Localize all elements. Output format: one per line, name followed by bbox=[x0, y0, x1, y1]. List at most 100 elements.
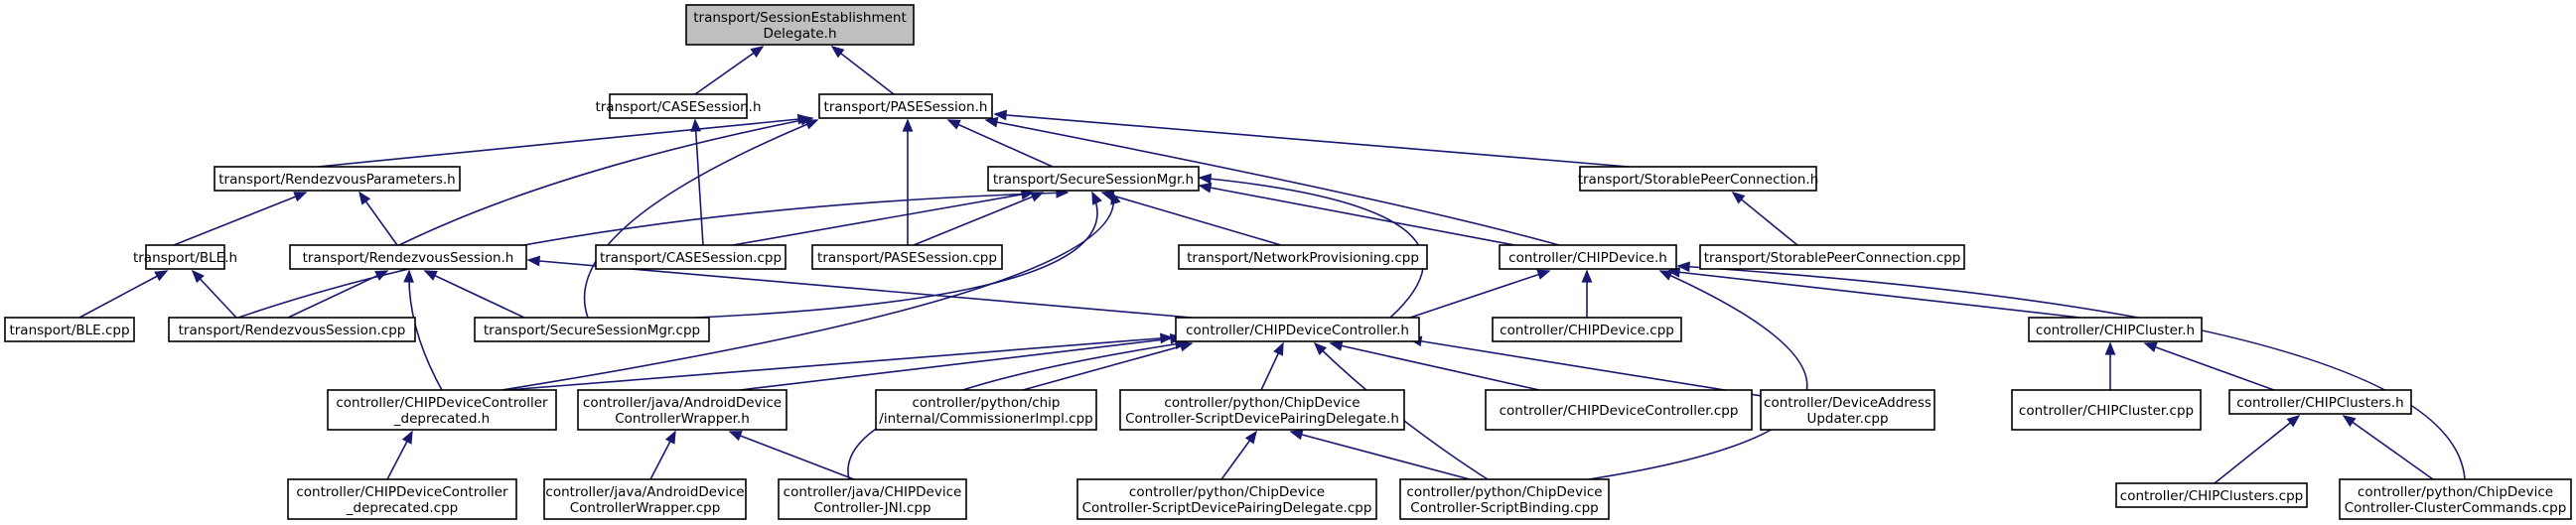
node-ssm-cpp[interactable]: transport/SecureSessionMgr.cpp bbox=[474, 317, 710, 342]
arrowhead bbox=[2286, 415, 2301, 428]
edge-line bbox=[501, 192, 1115, 391]
node-rzvsess-h[interactable]: transport/RendezvousSession.h bbox=[289, 244, 527, 270]
node-case-cpp[interactable]: transport/CASESession.cpp bbox=[595, 244, 787, 270]
node-chipcluster-cpp[interactable]: controller/CHIPCluster.cpp bbox=[2011, 389, 2202, 431]
edge-line bbox=[831, 46, 895, 95]
edge-line bbox=[173, 192, 307, 246]
node-ble-cpp[interactable]: transport/BLE.cpp bbox=[4, 317, 135, 342]
arrowhead bbox=[1731, 191, 1746, 204]
edge-ble_cpp-to-ble_h bbox=[78, 270, 169, 319]
arrowhead bbox=[293, 192, 308, 202]
node-netprov-cpp[interactable]: transport/NetworkProvisioning.cpp bbox=[1178, 244, 1428, 270]
edge-line bbox=[317, 117, 810, 168]
edge-line bbox=[1022, 342, 1193, 391]
node-label-line: controller/DeviceAddress bbox=[1764, 395, 1932, 411]
node-binding-cpp[interactable]: controller/python/ChipDeviceController-S… bbox=[1399, 478, 1610, 520]
node-chipdev-cpp[interactable]: controller/CHIPDevice.cpp bbox=[1492, 317, 1682, 342]
graph-edges bbox=[78, 46, 2466, 484]
node-pase-h[interactable]: transport/PASESession.h bbox=[818, 93, 993, 119]
edge-rzvparams_h-to-pase_h bbox=[317, 113, 811, 168]
node-jni-cpp[interactable]: controller/java/CHIPDeviceController-JNI… bbox=[778, 478, 967, 520]
node-spc-h[interactable]: transport/StorablePeerConnection.h bbox=[1578, 166, 1819, 192]
edge-line bbox=[398, 117, 813, 246]
node-pairdel-h[interactable]: controller/python/ChipDeviceController-S… bbox=[1119, 389, 1405, 431]
node-chipdev-h[interactable]: controller/CHIPDevice.h bbox=[1499, 244, 1677, 270]
node-pairdel-cpp[interactable]: controller/python/ChipDeviceController-S… bbox=[1076, 478, 1377, 520]
edge-ssm_cpp-to-pase_h bbox=[583, 119, 819, 319]
edge-line bbox=[994, 113, 1630, 168]
edge-chipdevctrl_cpp-to-chipdevctrl_h bbox=[1329, 340, 1540, 391]
edge-rzvsess_h-to-rzvparams_h bbox=[358, 191, 398, 246]
edge-line bbox=[1290, 431, 1471, 480]
node-box bbox=[1699, 244, 1965, 270]
node-chipdevctrl-h[interactable]: controller/CHIPDeviceController.h bbox=[1175, 317, 1420, 342]
node-box bbox=[2115, 482, 2308, 508]
node-box bbox=[2228, 389, 2412, 415]
node-chipcluster-h[interactable]: controller/CHIPCluster.h bbox=[2028, 317, 2203, 342]
edge-rzvsess_h-to-pase_h bbox=[398, 114, 814, 246]
node-spc-cpp[interactable]: transport/StorablePeerConnection.cpp bbox=[1699, 244, 1965, 270]
edge-pase_cpp-to-ssm_h bbox=[913, 192, 1045, 246]
node-android-h[interactable]: controller/java/AndroidDeviceControllerW… bbox=[577, 389, 787, 431]
node-label-line: controller/CHIPClusters.h bbox=[2236, 395, 2403, 411]
node-ble-h[interactable]: transport/BLE.h bbox=[133, 244, 237, 270]
node-label-line: /internal/CommissionerImpl.cpp bbox=[879, 411, 1092, 427]
edge-pairdel_h-to-chipdevctrl_h bbox=[1260, 341, 1284, 391]
edge-line bbox=[739, 336, 1183, 391]
node-label-line: transport/RendezvousSession.cpp bbox=[179, 323, 406, 338]
node-box bbox=[1175, 317, 1420, 342]
node-label-line: Updater.cpp bbox=[1806, 411, 1888, 427]
node-commimpl-cpp[interactable]: controller/python/chip/internal/Commissi… bbox=[875, 389, 1097, 431]
node-label-line: transport/BLE.cpp bbox=[9, 323, 129, 338]
node-dep-h[interactable]: controller/CHIPDeviceController_deprecat… bbox=[327, 389, 557, 431]
node-box bbox=[327, 389, 557, 431]
node-box bbox=[1119, 389, 1405, 431]
node-dep-cpp[interactable]: controller/CHIPDeviceController_deprecat… bbox=[287, 478, 517, 520]
edge-line bbox=[694, 119, 704, 246]
node-chipclusters-h[interactable]: controller/CHIPClusters.h bbox=[2228, 389, 2412, 415]
edge-pairdel_cpp-to-pairdel_h bbox=[1220, 430, 1257, 480]
arrowhead bbox=[401, 430, 413, 445]
node-label-line: transport/BLE.h bbox=[133, 250, 237, 266]
edge-case_cpp-to-ssm_h bbox=[732, 189, 1035, 246]
node-box bbox=[875, 389, 1097, 431]
node-case-h[interactable]: transport/CASESession.h bbox=[595, 93, 762, 119]
edge-chipcluster_h-to-chipdev_h bbox=[1666, 266, 2081, 319]
node-chipclusters-cpp[interactable]: controller/CHIPClusters.cpp bbox=[2115, 482, 2308, 508]
node-box bbox=[287, 478, 517, 520]
node-label-line: controller/python/ChipDevice bbox=[2358, 484, 2553, 500]
node-ssm-h[interactable]: transport/SecureSessionMgr.h bbox=[987, 166, 1200, 192]
node-chipdevctrl-cpp[interactable]: controller/CHIPDeviceController.cpp bbox=[1485, 389, 1753, 431]
arrowhead bbox=[1244, 430, 1257, 445]
node-label-line: ControllerWrapper.cpp bbox=[570, 500, 721, 516]
node-box bbox=[577, 389, 787, 431]
edge-dep_h-to-rzvsess_h bbox=[403, 269, 443, 391]
node-label-line: controller/python/ChipDevice bbox=[1129, 484, 1325, 500]
node-pase-cpp[interactable]: transport/PASESession.cpp bbox=[811, 244, 1003, 270]
node-label-line: controller/CHIPDevice.cpp bbox=[1500, 323, 1674, 338]
node-box bbox=[987, 166, 1200, 192]
node-rzvparams-h[interactable]: transport/RendezvousParameters.h bbox=[214, 166, 461, 192]
node-label-line: Controller-ScriptDevicePairingDelegate.c… bbox=[1082, 500, 1372, 516]
arrowhead bbox=[1198, 182, 1213, 194]
node-box bbox=[289, 244, 527, 270]
edge-line bbox=[913, 192, 1044, 246]
node-label-line: Controller-ScriptDevicePairingDelegate.h bbox=[1125, 411, 1399, 427]
edge-line bbox=[1667, 270, 2081, 319]
node-android-cpp[interactable]: controller/java/AndroidDeviceControllerW… bbox=[543, 478, 747, 520]
edge-spc_cpp-to-spc_h bbox=[1731, 191, 1798, 246]
arrowhead bbox=[191, 269, 205, 284]
node-clustercmds-cpp[interactable]: controller/python/ChipDeviceController-C… bbox=[2339, 478, 2572, 520]
node-label-line: controller/CHIPDeviceController.h bbox=[1186, 323, 1409, 338]
arrowhead bbox=[902, 118, 914, 132]
edge-line bbox=[2144, 342, 2275, 391]
node-rzvsess-cpp[interactable]: transport/RendezvousSession.cpp bbox=[168, 317, 416, 342]
edge-pase_cpp-to-pase_h bbox=[902, 118, 914, 245]
node-label-line: Controller-ClusterCommands.cpp bbox=[2345, 500, 2567, 516]
node-box bbox=[4, 317, 135, 342]
node-label-line: Controller-JNI.cpp bbox=[813, 500, 930, 516]
edge-chipclusters_h-to-chipcluster_h bbox=[2143, 341, 2275, 391]
edge-case_h-to-sed_h bbox=[694, 46, 765, 95]
